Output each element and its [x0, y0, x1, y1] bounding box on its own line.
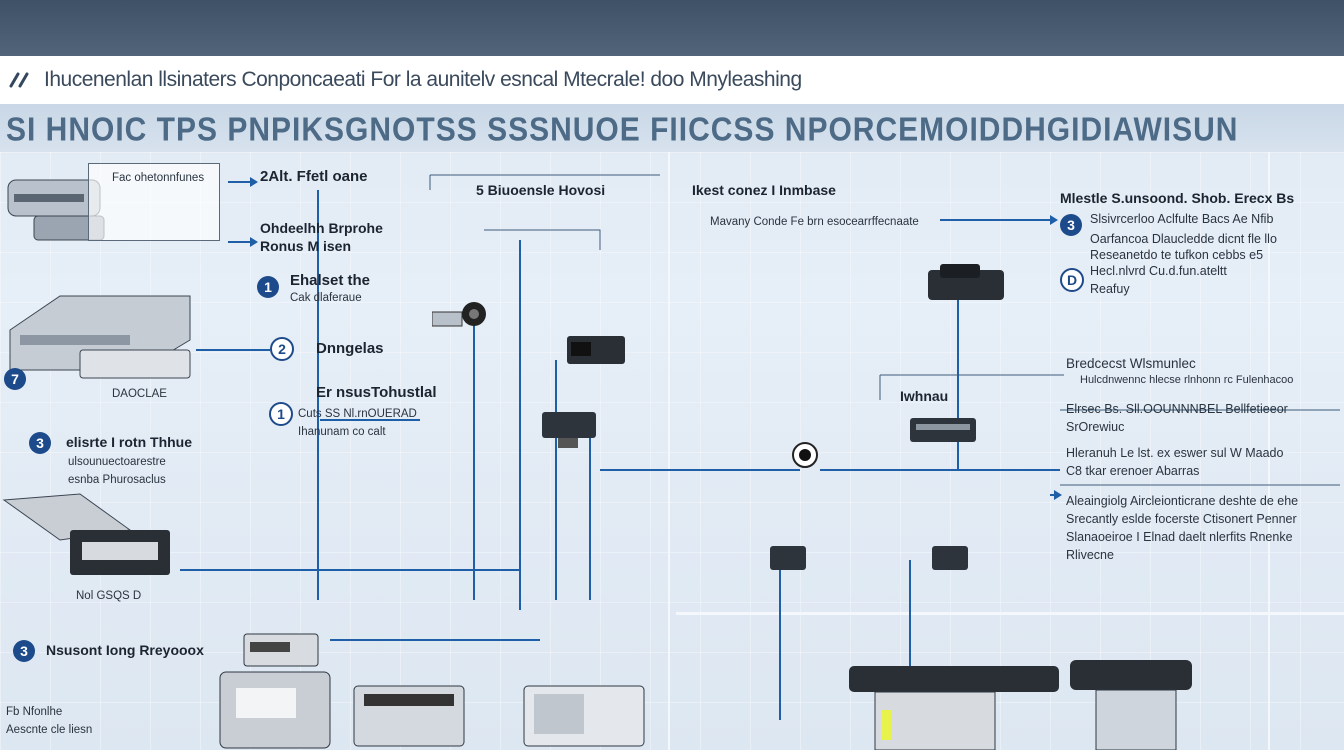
pos-device-icon — [1070, 660, 1192, 750]
modem-device-icon — [567, 336, 625, 364]
diagram-subtitle: SI HNOIC TPS PNPIKSGNOTSS SSSNUOE FIICCS… — [6, 112, 1239, 149]
diagram-label: Nsusont Iong Rreyooox — [46, 642, 204, 658]
terminal-device-icon — [353, 685, 465, 747]
page-title: Ihucenenlan llsinaters Conponcaeati For … — [44, 68, 802, 91]
diagram-caption: Srecantly eslde focerste Ctisonert Penne… — [1066, 512, 1297, 526]
printer-device-icon — [243, 633, 319, 667]
router-device-icon — [7, 179, 105, 241]
diagram-label: Ohdeelhh Brprohe — [260, 220, 383, 236]
diagram-caption: Oarfancoa Dlaucledde dicnt fle llo — [1090, 232, 1277, 246]
server-device-icon — [2, 493, 170, 575]
terminal-device-icon — [219, 671, 331, 749]
top-banner — [0, 0, 1344, 56]
step-badge: 1 — [269, 402, 293, 426]
diagram-caption: ulsounuectoarestre — [68, 456, 166, 468]
note-text: Fac ohetonnfunes — [112, 172, 205, 184]
switch-device-icon — [9, 295, 191, 379]
background-grid — [0, 152, 1344, 750]
nas-device-icon — [910, 418, 976, 442]
diagram-label: Mlestle S.unsoond. Shob. Erecx Bs — [1060, 190, 1295, 206]
step-badge: 1 — [257, 276, 279, 298]
diagram-caption: Hecl.nlvrd Cu.d.fun.ateltt — [1090, 264, 1227, 278]
panel-divider — [668, 152, 670, 750]
diagram-caption: C8 tkar erenoer Abarras — [1066, 464, 1200, 478]
terminal-device-icon — [523, 685, 645, 747]
diagram-label: Dnngelas — [316, 340, 384, 357]
access-point-device-icon — [542, 412, 596, 448]
step-badge: D — [1060, 268, 1084, 292]
pos-device-icon — [849, 666, 1059, 750]
diagram-caption: esnba Phurosaclus — [68, 474, 166, 486]
diagram-caption: Hulcdnwennc hlecse rlnhonn rc Fulenhacoo — [1080, 374, 1294, 386]
diagram-caption: Slanaoeiroe I Elnad daelt nlerfits Rnenk… — [1066, 530, 1293, 544]
diagram-label: 2Alt. Ffetl oane — [260, 168, 368, 185]
diagram-caption: Aescnte cle liesn — [6, 724, 93, 736]
node-circle-icon — [792, 442, 818, 468]
diagram-caption: Fb Nfonlhe — [6, 706, 63, 718]
panel-divider — [676, 612, 1344, 615]
step-badge: 3 — [13, 640, 35, 662]
diagram-caption: Elrsec Bs. Sll.OOUNNNBEL Bellfetieeor — [1066, 402, 1288, 416]
step-badge: 3 — [29, 432, 51, 454]
diagram-caption: Hleranuh Le lst. ex eswer sul W Maado — [1066, 446, 1284, 460]
diagram-caption: Aleaingiolg Aircleionticrane deshte de e… — [1066, 494, 1299, 508]
step-badge: 7 — [4, 368, 26, 390]
subheader-bar: SI HNOIC TPS PNPIKSGNOTSS SSSNUOE FIICCS… — [0, 104, 1344, 152]
note-box — [88, 163, 220, 241]
step-badge: 3 — [1060, 214, 1082, 236]
diagram-caption: Mavany Conde Fe brn esocearrffecnaate — [710, 216, 919, 228]
diagram-caption: Reafuy — [1090, 282, 1130, 296]
diagram-caption: Ihanunam co calt — [298, 426, 386, 438]
panel-divider — [1268, 152, 1270, 750]
diagram-caption: SrOrewiuc — [1066, 420, 1125, 434]
step-badge: 2 — [270, 337, 294, 361]
camera-device-icon — [432, 302, 486, 327]
diagram-caption: Slsivrcerloo Aclfulte Bacs Ae Nfib — [1090, 212, 1274, 226]
diagram-label: Iwhnau — [900, 388, 949, 404]
gateway-device-icon — [928, 264, 1004, 300]
diagram-caption: Reseanetdo te tufkon cebbs e5 — [1090, 248, 1264, 262]
header-bar: Ihucenenlan llsinaters Conponcaeati For … — [0, 56, 1344, 104]
diagram-caption: Cak dlaferaue — [290, 292, 362, 304]
device-label: DAOCLAE — [112, 388, 167, 400]
diagram-caption: Rlivecne — [1066, 548, 1114, 562]
hub-device-icon — [770, 546, 806, 570]
diagram-label: elisrte I rotn Thhue — [66, 434, 193, 450]
device-label: Nol GSQS D — [76, 590, 142, 602]
link-icon — [9, 72, 29, 88]
diagram-label: 5 Biuoensle Hovosi — [476, 182, 606, 198]
diagram-label: Er nsusTohustlal — [316, 384, 437, 401]
diagram-label: Ehalset the — [290, 272, 371, 289]
diagram-label: Ikest conez I Inmbase — [692, 182, 836, 198]
diagram-caption: Cuts SS Nl.rnOUERAD — [298, 408, 417, 420]
diagram-label: Ronus M isen — [260, 238, 352, 254]
diagram-caption: Bredcecst Wlsmunlec — [1066, 356, 1196, 371]
hub-device-icon — [932, 546, 968, 570]
